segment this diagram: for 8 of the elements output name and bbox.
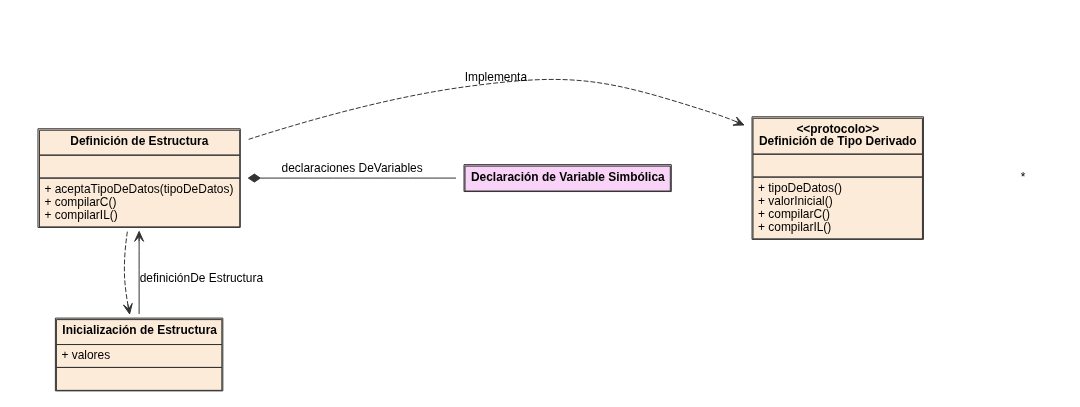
edge-label: declaraciones DeVariables <box>281 160 423 175</box>
edge-label: definiciónDe Estructura <box>139 270 264 285</box>
label: * <box>1020 170 1026 185</box>
edge-label: Implementa <box>464 69 528 84</box>
arrow <box>248 78 745 140</box>
connector <box>247 173 457 183</box>
arrow <box>134 230 145 315</box>
arrow <box>122 231 133 315</box>
